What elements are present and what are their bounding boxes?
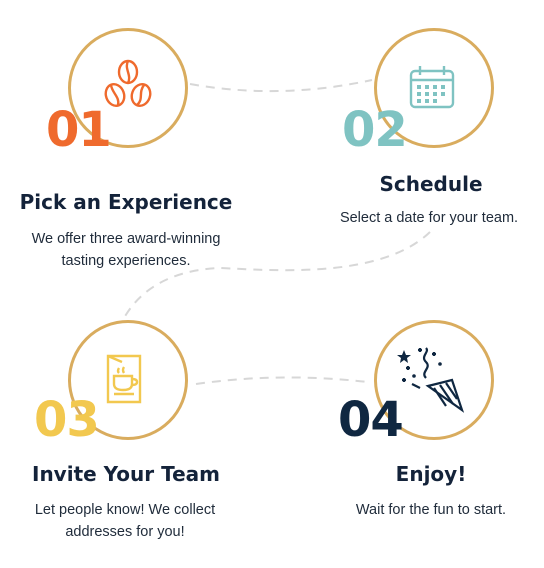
step-3-title: Invite Your Team (32, 462, 220, 486)
step-4-description: Wait for the fun to start. (355, 502, 507, 518)
step-4-ring (374, 320, 494, 440)
coffee-beans-icon (104, 59, 152, 107)
step-4-number: 04 (338, 392, 404, 448)
invitation-card-icon (106, 354, 142, 404)
step-1-ring (68, 28, 188, 148)
step-2-description: Select a date for your team. (339, 210, 519, 226)
step-1-description: We offer three award-winning tasting exp… (31, 231, 221, 269)
party-popper-icon (397, 347, 465, 413)
step-2-ring (374, 28, 494, 148)
step-2-number: 02 (342, 102, 408, 158)
step-3-number: 03 (34, 392, 100, 448)
connector-3-4 (195, 376, 369, 385)
step-2-title: Schedule (379, 172, 483, 196)
step-3-description: Let people know! We collect addresses fo… (34, 502, 216, 540)
connector-2-3 (123, 231, 431, 319)
step-3-ring (68, 320, 188, 440)
calendar-icon (409, 66, 455, 109)
step-4-title: Enjoy! (395, 462, 467, 486)
step-1-number: 01 (46, 102, 112, 158)
step-1-title: Pick an Experience (19, 190, 233, 214)
connector-1-2 (189, 79, 373, 93)
